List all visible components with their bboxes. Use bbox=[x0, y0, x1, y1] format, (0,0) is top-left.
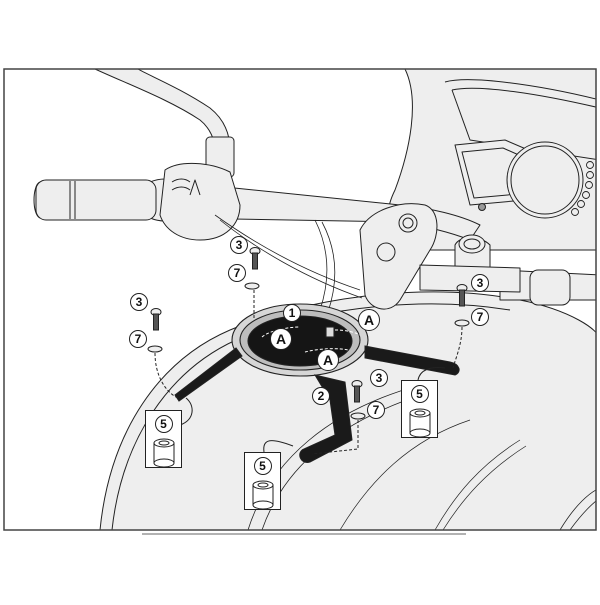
callout-washer-7d: 7 bbox=[471, 308, 489, 326]
assembly-guide-lines bbox=[154, 290, 463, 455]
callout-reference-a2: A bbox=[270, 328, 292, 350]
screw-d bbox=[456, 284, 468, 307]
callout-washer-7b: 7 bbox=[129, 330, 147, 348]
callout-bracket-2: 2 bbox=[312, 387, 330, 405]
spacer-box-center: 5 bbox=[244, 452, 281, 510]
spacer-box-left: 5 bbox=[145, 410, 182, 468]
washer-a bbox=[244, 282, 260, 290]
diagram-frame bbox=[3, 68, 597, 531]
callout-washer-7a: 7 bbox=[228, 264, 246, 282]
callout-tank-ring-1: 1 bbox=[283, 304, 301, 322]
screw-c bbox=[351, 380, 363, 403]
spacer-icon bbox=[252, 480, 274, 510]
callout-5: 5 bbox=[253, 457, 272, 475]
screws-and-washers bbox=[147, 247, 470, 420]
mounting-bracket bbox=[299, 374, 353, 463]
callout-screw-3d: 3 bbox=[471, 274, 489, 292]
callout-screw-3c: 3 bbox=[370, 369, 388, 387]
speedometer bbox=[506, 141, 584, 219]
callout-washer-7c: 7 bbox=[367, 401, 385, 419]
callout-screw-3a: 3 bbox=[230, 236, 248, 254]
washer-d bbox=[454, 319, 470, 327]
screw-a bbox=[249, 247, 261, 270]
spacer-box-right: 5 bbox=[401, 380, 438, 438]
callout-screw-3b: 3 bbox=[130, 293, 148, 311]
callout-reference-a3: A bbox=[317, 349, 339, 371]
switch-housing bbox=[159, 162, 241, 241]
spacer-arrows bbox=[179, 367, 446, 453]
callout-5: 5 bbox=[154, 415, 173, 433]
screw-b bbox=[150, 308, 162, 331]
callout-5: 5 bbox=[410, 385, 429, 403]
washer-b bbox=[147, 345, 163, 353]
washer-c bbox=[350, 412, 366, 420]
callout-reference-a1: A bbox=[358, 309, 380, 331]
spacer-icon bbox=[409, 408, 431, 438]
handlebar-riser bbox=[359, 203, 438, 310]
spacer-icon bbox=[153, 438, 175, 468]
